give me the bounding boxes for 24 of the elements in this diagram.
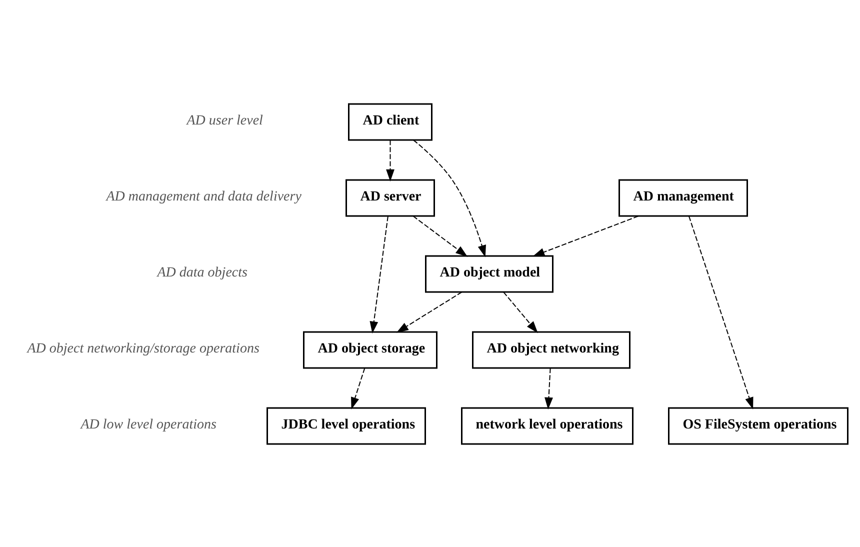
label: AD management and data delivery [106, 189, 301, 204]
node-box: AD object storage [302, 330, 437, 368]
arrow [544, 367, 552, 409]
node-box: JDBC level operations [266, 406, 426, 444]
node-box: OS FileSystem operations [668, 406, 848, 444]
node-box: network level operations [460, 406, 633, 444]
label: AD data objects [156, 265, 247, 280]
node-box: AD server [345, 178, 434, 216]
label: AD object networking/storage operations [26, 341, 259, 356]
arrow [396, 291, 462, 332]
label: AD user level [186, 113, 262, 128]
arrow [688, 215, 753, 409]
arrow [412, 215, 468, 256]
node-box: AD object model [424, 254, 553, 292]
arrow [412, 139, 486, 257]
node-box: AD object networking [472, 330, 630, 368]
arrow [350, 367, 365, 409]
label: AD low level operations [80, 417, 216, 432]
arrow [532, 215, 638, 256]
arrow [502, 291, 538, 333]
arrow [369, 215, 388, 333]
node-box: AD management [618, 178, 748, 216]
arrow [386, 139, 394, 181]
node-box: AD client [348, 102, 432, 140]
